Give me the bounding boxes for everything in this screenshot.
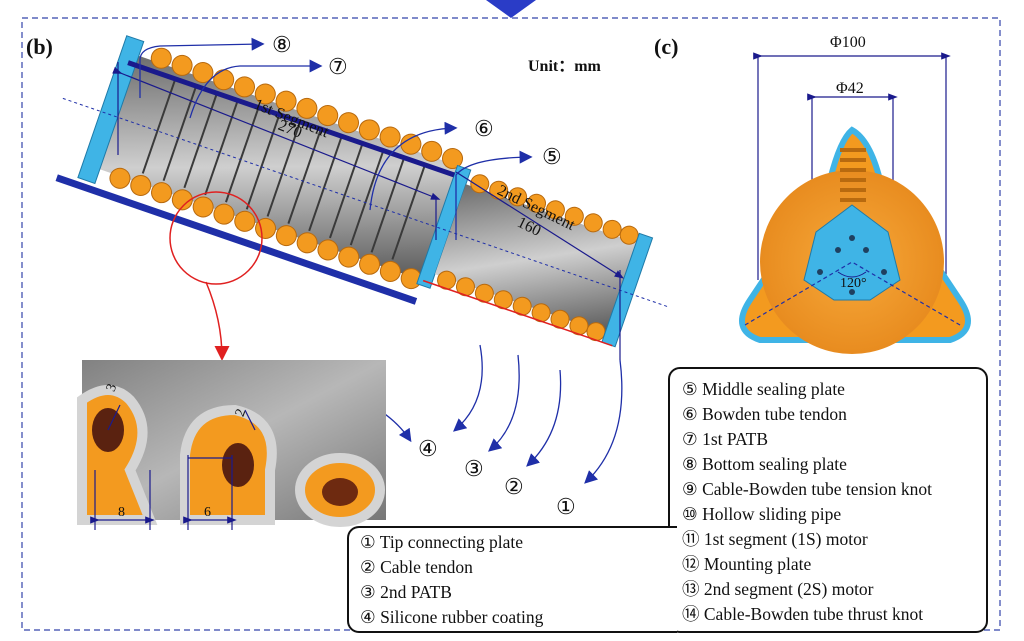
legend-item: ⑩ Hollow sliding pipe <box>682 504 842 524</box>
first-segment-body <box>96 54 458 279</box>
detail-circle <box>169 191 263 285</box>
callout-arrows <box>139 37 623 484</box>
segment-dims <box>112 62 625 360</box>
callout-7: ⑦ <box>328 54 348 79</box>
callout-6: ⑥ <box>474 116 494 141</box>
panel-b-label: (b) <box>26 34 53 59</box>
legend-item: ⑪ 1st segment (1S) motor <box>682 529 868 549</box>
angle-label: 120° <box>840 276 867 291</box>
unit-label: Unit：mm <box>528 58 601 75</box>
legend-item: ⑤ Middle sealing plate <box>682 379 845 399</box>
legend-right-box <box>668 367 988 633</box>
inset-dim-6: 6 <box>204 505 211 520</box>
legend-item: ② Cable tendon <box>360 557 473 577</box>
arm-cutaway <box>55 35 669 348</box>
legend-item: ⑭ Cable-Bowden tube thrust knot <box>682 604 924 624</box>
legend-item: ⑧ Bottom sealing plate <box>682 454 847 474</box>
callout-4: ④ <box>418 436 438 461</box>
legend-item: ⑨ Cable-Bowden tube tension knot <box>682 479 932 499</box>
panel-c-label: (c) <box>654 34 679 59</box>
callout-5: ⑤ <box>542 144 562 169</box>
inset-detail <box>77 360 386 530</box>
top-arrow <box>486 0 536 18</box>
callout-8: ⑧ <box>272 32 292 57</box>
inner-diameter: Φ42 <box>836 80 864 97</box>
legend-left-box <box>347 526 677 633</box>
outer-diameter: Φ100 <box>830 34 866 51</box>
legend-item: ③ 2nd PATB <box>360 582 452 602</box>
end-view <box>739 52 971 354</box>
cable-tendon <box>422 279 613 347</box>
legend-item: ⑦ 1st PATB <box>682 429 769 449</box>
detail-arrow <box>205 281 230 361</box>
legend-item: ① Tip connecting plate <box>360 532 523 552</box>
inset-dim-8: 8 <box>118 505 125 520</box>
legend-item: ⑬ 2nd segment (2S) motor <box>682 579 874 599</box>
callout-2: ② <box>504 474 524 499</box>
center-axis <box>62 97 669 308</box>
orange-corrugation-2 <box>437 174 639 342</box>
second-segment-body <box>434 184 637 333</box>
legend-right: ⑤ Middle sealing plate ⑥ Bowden tube ten… <box>682 377 932 627</box>
legend-item: ⑫ Mounting plate <box>682 554 812 574</box>
legend-left: ① Tip connecting plate ② Cable tendon ③ … <box>360 530 543 630</box>
legend-item: ⑥ Bowden tube tendon <box>682 404 847 424</box>
dashed-frame <box>21 17 1001 631</box>
callout-1: ① <box>556 494 576 519</box>
callout-3: ③ <box>464 456 484 481</box>
legend-item: ④ Silicone rubber coating <box>360 607 544 627</box>
